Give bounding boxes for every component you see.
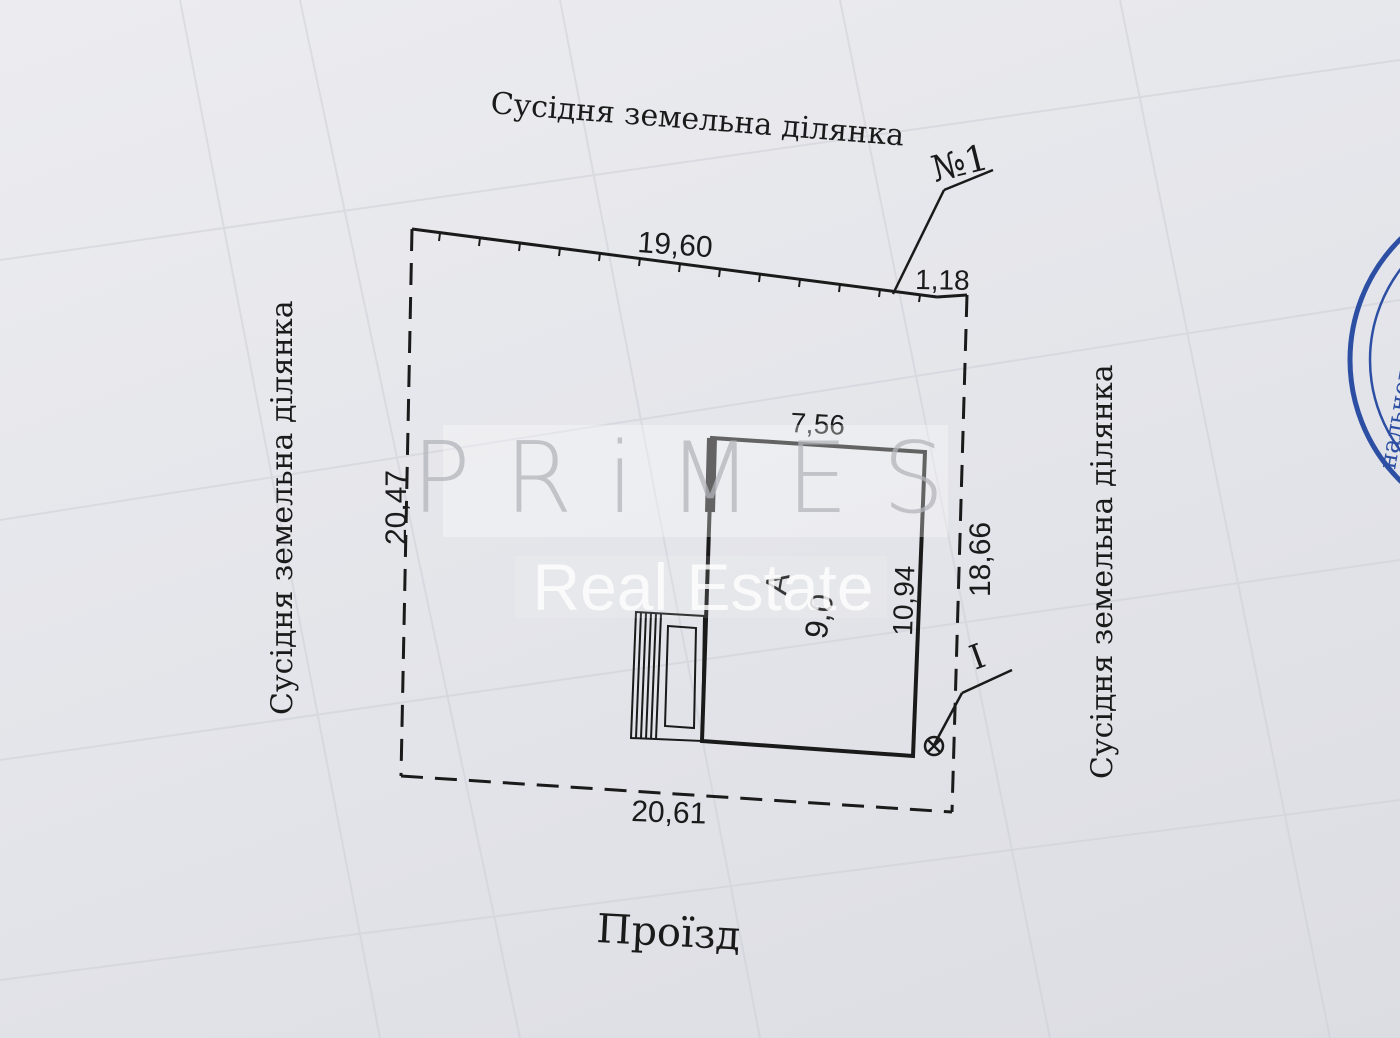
watermark-brand: PRiMES [411,422,978,536]
south-access-label: Проїзд [595,906,741,959]
east-neighbor-label: Сусідня земельна ділянка [1085,364,1120,779]
parcel-number-label: №1 [927,137,992,191]
dimension-top-right: 1,18 [915,264,970,296]
building-outline [699,435,928,759]
dimension-building-width: 7,56 [790,407,846,441]
watermark-subtitle: Real Estate [532,550,873,624]
porch-stairs [629,610,706,743]
point-label: I [964,636,990,678]
dimension-building-depth: 10,94 [887,565,920,636]
dimension-right: 18,66 [964,522,997,597]
official-stamp: нального го [1347,236,1400,484]
parcel-number-leader [891,168,994,295]
parcel-boundary-top [411,227,968,303]
dimension-left: 20,47 [380,470,413,545]
parcel-boundary-dashed [399,228,969,814]
dimension-bottom: 20,61 [631,795,707,831]
stamp-text: нального го [1373,318,1400,471]
dimension-top: 19,60 [637,226,714,264]
west-neighbor-label: Сусідня земельна ділянка [265,300,300,715]
north-neighbor-label: Сусідня земельна ділянка [489,86,905,153]
primes-watermark: PRiMES Real Estate [411,422,978,624]
building-height: 9,0 [797,591,840,641]
point-circle-icon [923,735,945,757]
point-marker [923,668,1013,757]
